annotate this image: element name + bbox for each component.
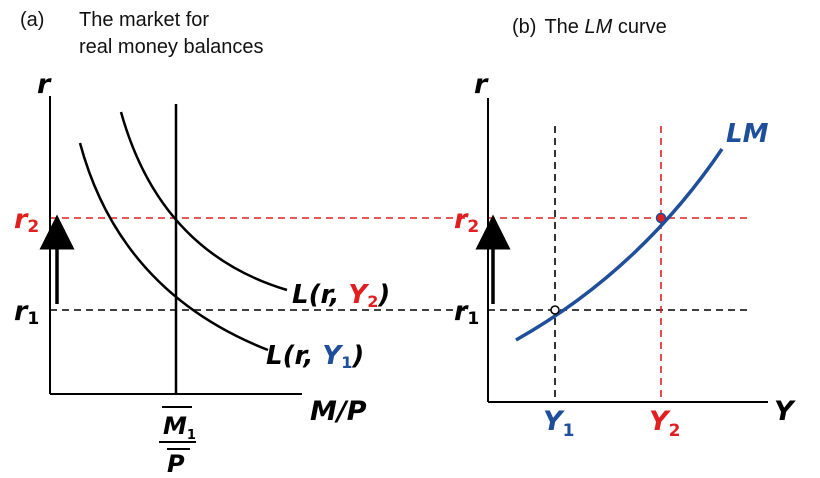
point-r1-y1 — [550, 305, 560, 315]
panel-a-title-line1: The market for — [79, 9, 209, 31]
x-axis-label-b: Y — [774, 396, 796, 427]
panel-b: (b)The LM curve r Y LM r2 r1 Y1 Y2 — [454, 16, 796, 441]
r1-label-a: r1 — [14, 296, 39, 329]
x-axis-label-a: M/P — [310, 396, 367, 427]
demand-label-y1: L(r, Y1) — [266, 341, 364, 372]
panel-a: (a) The market for real money balances r… — [14, 9, 470, 478]
lm-curve — [515, 148, 724, 342]
r2-label-b: r2 — [454, 204, 479, 237]
panel-b-title: (b)The LM curve — [512, 16, 667, 38]
y1-label: Y1 — [543, 406, 574, 441]
demand-curve-y1 — [78, 142, 269, 352]
y-axis-label-b: r — [474, 69, 489, 100]
y-axis-label-a: r — [37, 69, 52, 100]
lm-curve-label: LM — [726, 119, 769, 149]
r2-label-a: r2 — [14, 204, 39, 237]
panel-a-label: (a) — [20, 9, 44, 31]
r1-label-b: r1 — [454, 296, 479, 329]
point-r2-y2 — [655, 212, 667, 224]
supply-numerator: M1 — [163, 412, 196, 443]
demand-curve-y2 — [119, 111, 288, 292]
y2-label: Y2 — [649, 406, 680, 441]
panel-a-title-line2: real money balances — [79, 36, 264, 58]
demand-label-y2: L(r, Y2) — [292, 280, 390, 311]
supply-denominator: P — [167, 450, 185, 478]
